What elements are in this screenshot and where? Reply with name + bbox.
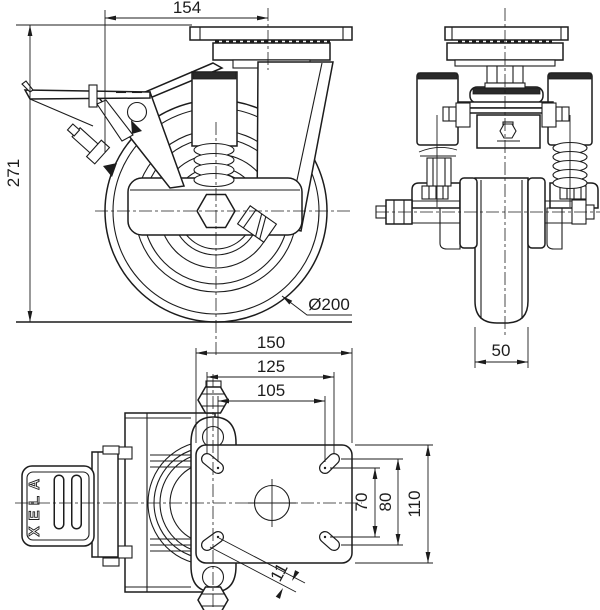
dimension-80: 80 bbox=[341, 458, 403, 546]
side-view: 50 bbox=[375, 8, 600, 368]
brand-letter: L bbox=[26, 495, 43, 505]
dimension-125: 125 bbox=[206, 357, 335, 454]
brand-letter: E bbox=[26, 509, 43, 520]
pedal-arm bbox=[96, 99, 134, 142]
wheel-side bbox=[474, 177, 529, 324]
dim-label-125: 125 bbox=[257, 357, 285, 376]
dim-label-70: 70 bbox=[352, 493, 371, 512]
hub-flange-left bbox=[459, 177, 478, 249]
dimension-271: 271 bbox=[4, 24, 192, 322]
dim-label-wheel-diameter: Ø200 bbox=[308, 295, 350, 314]
plate-slot bbox=[201, 531, 224, 551]
dimension-150: 150 bbox=[195, 333, 353, 443]
swivel-race bbox=[212, 42, 331, 61]
spring-damper bbox=[191, 71, 238, 188]
dimension-110: 110 bbox=[355, 444, 433, 564]
mounting-plate-plan bbox=[195, 444, 353, 564]
plan-view: A L E X bbox=[15, 333, 433, 610]
release-lever bbox=[23, 89, 151, 100]
dim-label-110: 110 bbox=[405, 490, 424, 517]
hub-flange-right bbox=[527, 177, 546, 249]
bracket-hole bbox=[126, 101, 148, 123]
dim-label-271: 271 bbox=[4, 159, 23, 187]
dimension-154: 154 bbox=[104, 0, 268, 152]
front-view: 154 271 Ø200 bbox=[4, 0, 353, 357]
spring-housing-left bbox=[416, 72, 459, 187]
dimension-50: 50 bbox=[474, 327, 529, 368]
swivel-head bbox=[442, 86, 570, 149]
dimension-105: 105 bbox=[217, 381, 326, 462]
plate-slot bbox=[201, 453, 224, 474]
dim-label-154: 154 bbox=[173, 0, 201, 17]
dimension-70: 70 bbox=[330, 467, 380, 538]
plate-slot bbox=[319, 453, 340, 474]
brand-letter: X bbox=[26, 525, 43, 536]
dim-label-80: 80 bbox=[376, 493, 395, 512]
brake-lever-assembly bbox=[21, 80, 186, 189]
dim-label-11: 11 bbox=[267, 560, 292, 585]
dim-label-150: 150 bbox=[257, 333, 285, 352]
brake-pedal-plan: A L E X bbox=[21, 445, 120, 567]
dim-label-50: 50 bbox=[492, 341, 511, 360]
brand-letter: A bbox=[26, 478, 43, 490]
dimension-wheel-diameter: Ø200 bbox=[281, 295, 352, 316]
brand-text: A L E X bbox=[26, 478, 44, 537]
center-block bbox=[476, 114, 541, 149]
lever-hinge-pin bbox=[88, 84, 98, 108]
dim-label-105: 105 bbox=[257, 381, 285, 400]
spring-coil bbox=[193, 172, 235, 188]
plate-slot bbox=[319, 531, 340, 551]
brake-actuator bbox=[236, 205, 278, 243]
pedal-arm-block bbox=[91, 451, 119, 558]
brake-adjuster-bolt bbox=[66, 123, 111, 165]
